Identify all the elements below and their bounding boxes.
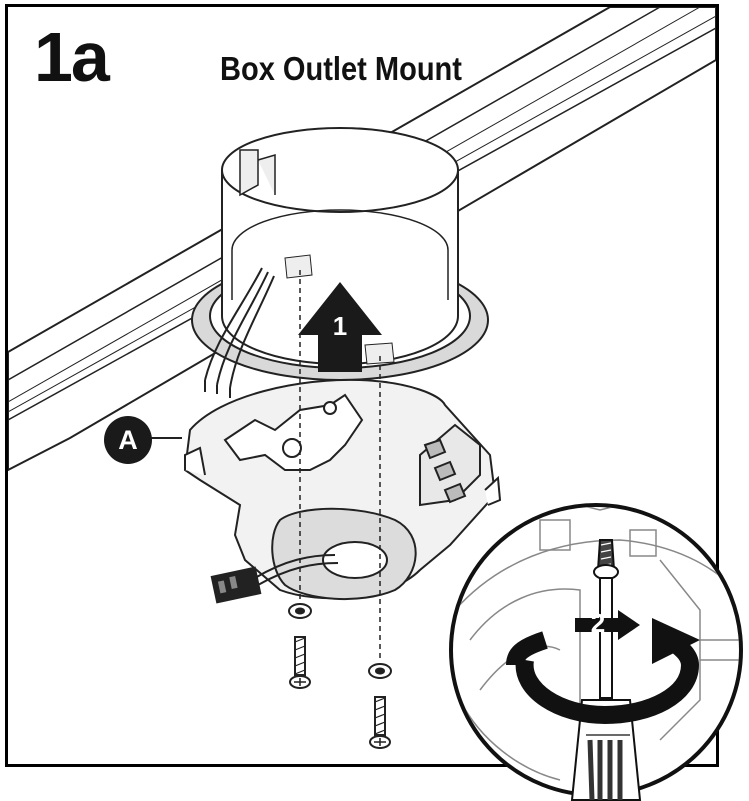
rotation-arrow	[506, 610, 700, 725]
arrow-2-label: 2	[590, 608, 606, 638]
supply-wires	[204, 267, 275, 398]
alignment-guides	[299, 270, 381, 660]
step-number: 1a	[34, 18, 110, 96]
arrow-1-label: 1	[332, 311, 348, 341]
screwdriver	[570, 539, 642, 801]
callout-a	[104, 416, 182, 464]
mounting-bracket	[183, 378, 502, 600]
mounting-screws	[288, 603, 392, 749]
page-title: Box Outlet Mount	[220, 50, 462, 87]
step-1-arrow	[298, 282, 382, 372]
detail-zoom-view	[449, 503, 743, 801]
callout-a-label: A	[118, 425, 138, 455]
